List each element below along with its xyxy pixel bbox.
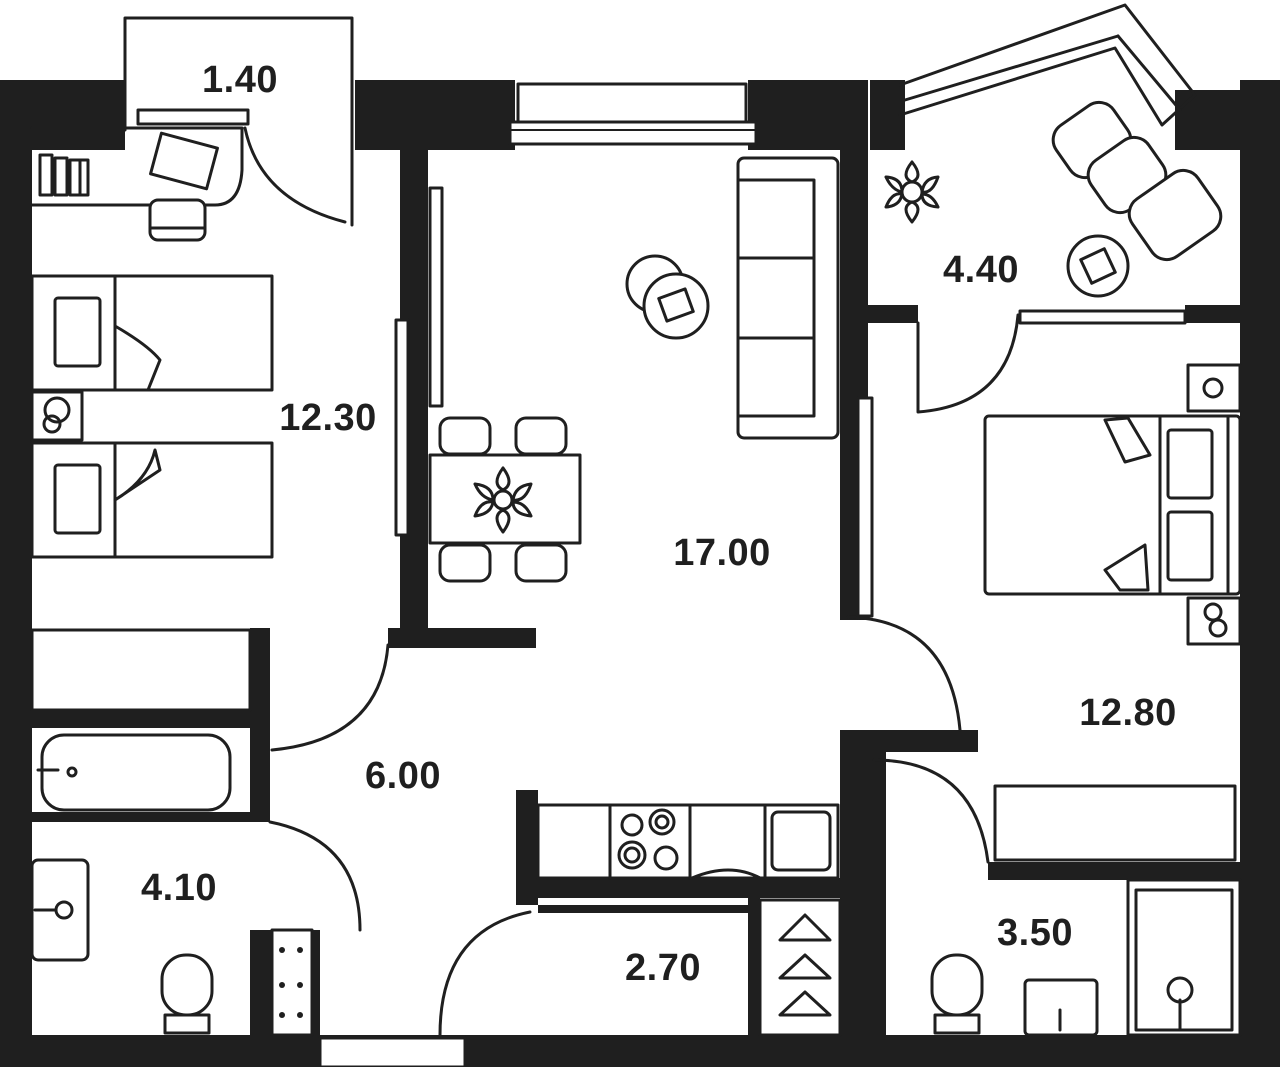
area-balcony-left: 1.40	[202, 59, 278, 101]
area-loggia: 4.40	[943, 249, 1019, 291]
storage	[438, 898, 842, 1037]
area-hallway: 6.00	[365, 755, 441, 797]
walls	[0, 80, 1280, 1067]
kids-closet	[30, 628, 252, 712]
loggia	[884, 3, 1223, 414]
master-bedroom	[983, 363, 1242, 862]
wc	[872, 758, 1242, 1037]
area-kids-bedroom: 12.30	[279, 397, 377, 439]
area-labels: 1.40 12.30 17.00 4.40 12.80 6.00 4.10 2.…	[141, 59, 1177, 989]
balcony-left	[123, 16, 354, 227]
hallway	[268, 643, 390, 1037]
bathroom	[30, 733, 232, 1035]
area-wc: 3.50	[997, 912, 1073, 954]
living-kitchen	[428, 156, 962, 880]
area-storage: 2.70	[625, 947, 701, 989]
kids-bedroom	[30, 126, 444, 559]
area-bathroom: 4.10	[141, 867, 217, 909]
area-master-bedroom: 12.80	[1079, 692, 1177, 734]
area-living-kitchen: 17.00	[673, 532, 771, 574]
windows	[318, 82, 758, 1067]
